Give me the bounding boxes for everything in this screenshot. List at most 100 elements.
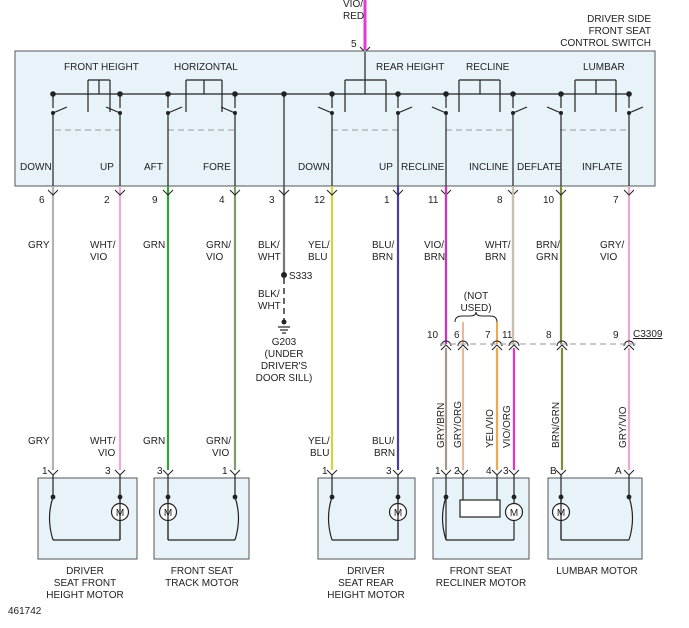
wire-label-1: GRN [143,240,165,251]
switch-blade [512,106,528,114]
switch-blade [431,106,447,114]
wire-pin: 12 [314,195,326,206]
wire-label-2: VIO [600,252,617,263]
position-label-down: DOWN [20,162,52,173]
connector-name: C3309 [633,329,663,340]
pin-chevron [440,469,452,476]
vert-label-vio-org: VIO/ORG [502,405,513,448]
position-label-recline: RECLINE [401,162,445,173]
motor-pin: A [615,466,622,477]
limit-arc [234,496,240,541]
switch-blade [105,106,121,114]
lower-label-yel-blu-2: BLU [310,448,329,459]
wire-label-1: BLK/ [258,240,280,251]
group-label-front-height: FRONT HEIGHT [64,62,139,73]
pin-chevron [392,469,404,476]
lower-label-gry: GRY [28,436,50,447]
wire-label-1: BRN/ [536,240,560,251]
wire-label-2: GRN [536,252,558,263]
wire-label-2: WHT [258,252,281,263]
top-wire-pin: 5 [351,39,357,50]
limit-arc [48,496,54,541]
group-label-rear-height: REAR HEIGHT [376,62,444,73]
pin-chevron [47,469,59,476]
connector-chevron [440,344,452,351]
wire-label-2: VIO [206,252,223,263]
wire-label-1: VIO/ [424,240,444,251]
motor-internals: MMMMM [47,469,635,541]
motor-pin: 3 [503,466,509,477]
pin-chevron [162,469,174,476]
motor-name-3: HEIGHT MOTOR [46,590,123,601]
motor-recliner: 1 2 4 3 FRONT SEAT RECLINER MOTOR [432,466,530,589]
not-used-label-1: (NOT [464,291,488,302]
switch-blade [52,106,68,114]
switch-internals [50,52,644,186]
ground-name: G203 [272,337,297,348]
lower-label-blu-brn-1: BLU/ [372,436,394,447]
motor-name-1: DRIVER [347,566,385,577]
pin-chevron [326,189,338,196]
motor-pin: 1 [222,466,228,477]
motor-name-1: DRIVER [66,566,104,577]
pin-chevron [491,469,503,476]
switch-title-3: CONTROL SWITCH [560,38,651,49]
wire-label-1: GRY/ [600,240,624,251]
position-label-incline: INCLINE [469,162,509,173]
conn-pin-10: 10 [427,330,439,341]
pin-chevron [508,469,520,476]
figure-id: 461742 [8,606,42,617]
pin-chevron [623,469,635,476]
control-switch-box [14,50,656,187]
switch-blade [397,106,413,114]
motor-pin: 3 [386,466,392,477]
wire-pin: 7 [613,195,619,206]
connector-chevron [457,344,469,351]
lower-label-yel-blu-1: YEL/ [308,436,330,447]
wire-pin: 3 [269,195,275,206]
pin-chevron [47,189,59,196]
motor-pin: 3 [105,466,111,477]
conn-pin-8: 8 [546,330,552,341]
switch-blade [546,106,562,114]
wire-label-2: BRN [485,252,506,263]
wire-label-1: WHT/ [485,240,511,251]
position-label-deflate: DEFLATE [517,162,562,173]
group-label-recline: RECLINE [466,62,510,73]
switch-wires: 6GRY2WHT/VIO9GRN4GRN/VIO3BLK/WHT12YEL/BL… [28,186,635,470]
connector-cavity [556,340,568,347]
motor-symbol-letter: M [510,508,518,519]
group-label-lumbar: LUMBAR [583,62,625,73]
lower-label-wht-vio-2: VIO [98,448,115,459]
pin-chevron [555,189,567,196]
motor-name-3: HEIGHT MOTOR [327,590,404,601]
limit-arc [441,496,447,541]
lower-label-grn-vio-2: VIO [212,448,229,459]
wire-pin: 1 [384,195,390,206]
connector-chevron [556,344,568,351]
wire-pin: 2 [104,195,110,206]
wire-pin: 9 [152,195,158,206]
position-label-fore: FORE [203,162,231,173]
conn-pin-6: 6 [454,330,460,341]
wire-label-2: BLU [308,252,327,263]
conn-pin-7: 7 [485,330,491,341]
pin-chevron [229,189,241,196]
wire-label-2: BRN [424,252,445,263]
switch-blade [317,106,333,114]
ground-location-2: DRIVER'S [261,361,308,372]
connector-chevron [623,344,635,351]
ground-location-1: (UNDER [265,349,304,360]
motor-name-2: RECLINER MOTOR [436,578,526,589]
wire-label-1: GRY [28,240,50,251]
motor-pin: 4 [486,466,492,477]
motor-name-2: SEAT FRONT [54,578,116,589]
position-label-up-rear: UP [379,162,393,173]
wire-label-1: BLU/ [372,240,394,251]
wire-pin: 6 [39,195,45,206]
not-used-brace [454,311,498,323]
position-label-aft: AFT [144,162,163,173]
vert-label-gry-org: GRY/ORG [453,401,464,448]
pin-chevron [392,189,404,196]
